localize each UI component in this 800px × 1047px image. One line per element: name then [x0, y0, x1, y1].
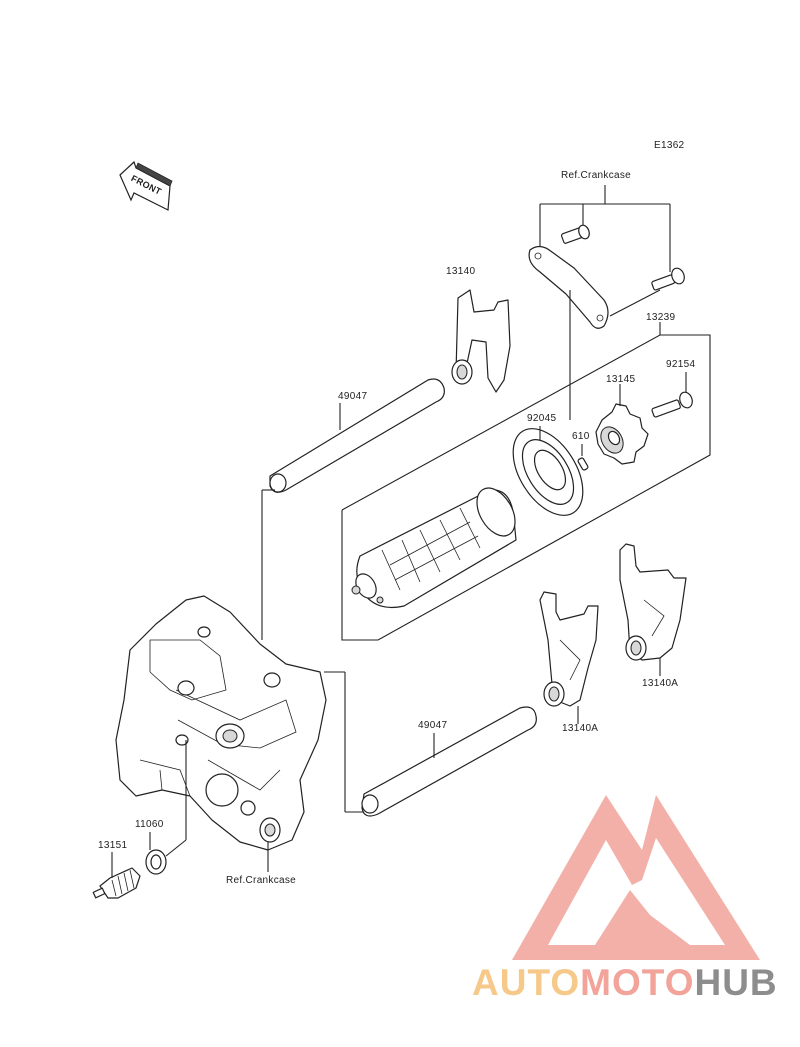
shift-fork-13140a-right: [619, 543, 687, 661]
watermark-logo: [512, 795, 760, 960]
watermark-hub: HUB: [694, 962, 778, 1003]
stopper-plate: [528, 245, 609, 329]
neutral-switch-13151: [92, 867, 141, 899]
shift-fork-13140a-left: [539, 591, 599, 707]
watermark-auto: AUTO: [472, 962, 581, 1003]
bolt-top-right: [651, 267, 685, 291]
part-label-610: 610: [572, 431, 590, 442]
washer-11060: [145, 849, 167, 875]
shift-rod-upper: [269, 378, 445, 493]
part-label-13145: 13145: [606, 374, 636, 385]
watermark-moto: MOTO: [580, 962, 695, 1003]
crankcase-section: [115, 595, 327, 851]
part-label-49047-upper: 49047: [338, 391, 368, 402]
part-label-13140a-right: 13140A: [642, 678, 679, 689]
drum-assembly-frame: [341, 322, 711, 641]
part-label-92154: 92154: [666, 359, 696, 370]
ref-crankcase-top: Ref.Crankcase: [561, 170, 632, 181]
bolt-top-left: [560, 224, 590, 244]
shift-fork-13140: [451, 289, 511, 393]
diagram-code: E1362: [654, 140, 685, 151]
part-label-13140a-left: 13140A: [562, 723, 599, 734]
pin-610: [577, 457, 589, 471]
part-label-11060: 11060: [135, 819, 164, 830]
shift-drum: [351, 487, 517, 609]
ref-crankcase-bottom: Ref.Crankcase: [226, 875, 297, 886]
shift-drum-cam-13145: [595, 403, 649, 465]
part-label-92045: 92045: [527, 413, 557, 424]
front-arrow-icon: [119, 160, 173, 211]
bolt-92154: [651, 391, 693, 418]
part-label-49047-lower: 49047: [418, 720, 448, 731]
bearing-92045: [512, 428, 584, 516]
part-label-13239: 13239: [646, 312, 676, 323]
part-label-13140: 13140: [446, 266, 476, 277]
watermark-text: AUTOMOTOHUB: [472, 962, 778, 1004]
shift-rod-lower: [361, 706, 537, 817]
part-label-13151: 13151: [98, 840, 128, 851]
